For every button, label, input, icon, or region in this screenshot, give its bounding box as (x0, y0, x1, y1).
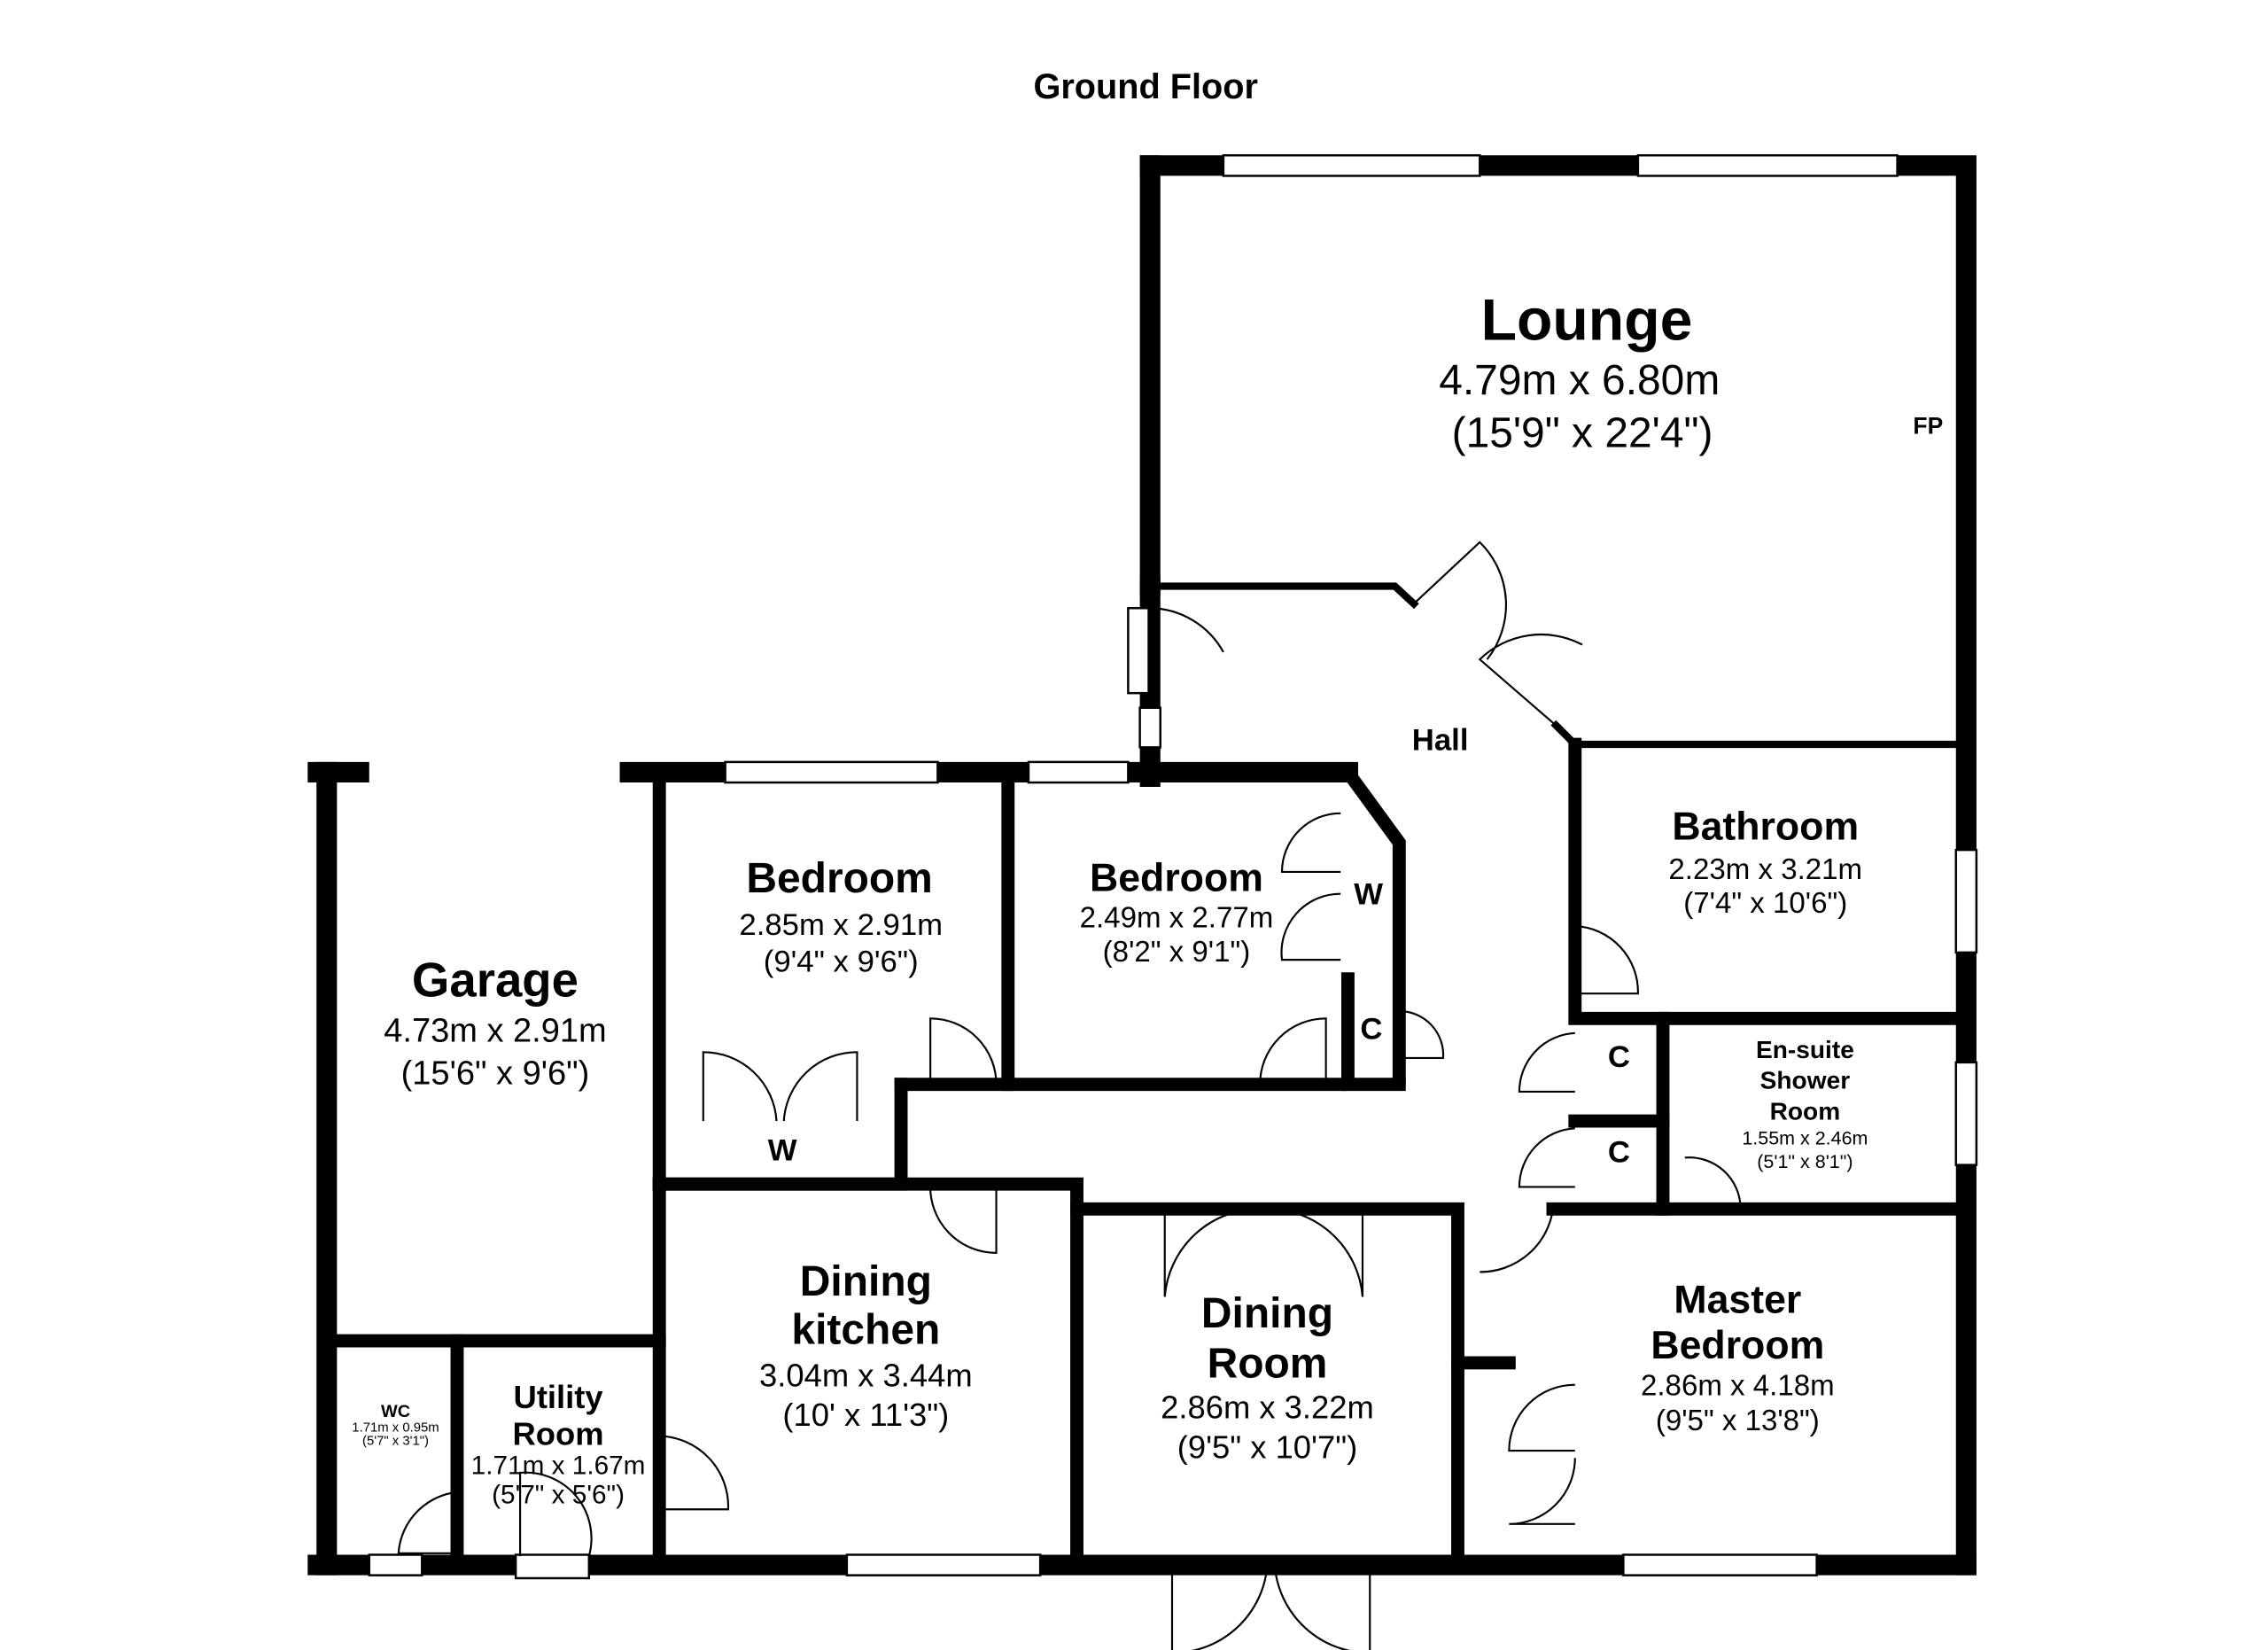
svg-text:(5'1" x 8'1"): (5'1" x 8'1") (1757, 1151, 1852, 1172)
svg-text:2.23m x 3.21m: 2.23m x 3.21m (1668, 853, 1862, 886)
svg-text:4.73m x 2.91m: 4.73m x 2.91m (384, 1013, 606, 1050)
svg-text:Lounge: Lounge (1481, 288, 1693, 354)
svg-text:2.86m x 3.22m: 2.86m x 3.22m (1161, 1389, 1374, 1426)
room-garage: Garage 4.73m x 2.91m (15'6" x 9'6") (384, 953, 606, 1092)
room-bathroom: Bathroom 2.23m x 3.21m (7'4" x 10'6") (1668, 806, 1862, 921)
room-wc: WC 1.71m x 0.95m (5'7" x 3'1") (352, 1402, 439, 1448)
svg-text:Garage: Garage (412, 953, 579, 1007)
room-hall: Hall (1412, 724, 1469, 758)
svg-text:kitchen: kitchen (791, 1306, 940, 1353)
svg-text:(5'7" x 5'6"): (5'7" x 5'6") (492, 1481, 625, 1510)
svg-text:(15'6" x 9'6"): (15'6" x 9'6") (401, 1055, 590, 1093)
svg-text:En-suite: En-suite (1756, 1036, 1854, 1063)
svg-text:Room: Room (1208, 1340, 1328, 1387)
svg-text:Bedroom: Bedroom (746, 855, 932, 902)
svg-text:1.55m x 2.46m: 1.55m x 2.46m (1742, 1127, 1868, 1148)
svg-text:Bedroom: Bedroom (1651, 1324, 1824, 1367)
floor-title: Ground Floor (1034, 67, 1258, 106)
windows (368, 154, 1978, 1580)
svg-text:(9'4" x 9'6"): (9'4" x 9'6") (764, 945, 919, 978)
svg-text:(9'5" x 10'7"): (9'5" x 10'7") (1177, 1428, 1358, 1465)
svg-text:(5'7" x 3'1"): (5'7" x 3'1") (362, 1434, 429, 1448)
svg-text:WC: WC (381, 1402, 410, 1421)
room-bedroom-1: Bedroom 2.85m x 2.91m (9'4" x 9'6") W (739, 855, 943, 1168)
svg-text:4.79m x 6.80m: 4.79m x 6.80m (1439, 357, 1720, 404)
svg-text:Bathroom: Bathroom (1672, 806, 1859, 849)
svg-text:3.04m x 3.44m: 3.04m x 3.44m (759, 1357, 973, 1393)
room-ensuite: En-suite Shower Room 1.55m x 2.46m (5'1"… (1742, 1036, 1868, 1172)
svg-text:Utility: Utility (514, 1379, 604, 1415)
svg-text:Dining: Dining (1201, 1290, 1333, 1337)
svg-text:Master: Master (1674, 1279, 1801, 1322)
svg-text:C: C (1360, 1012, 1382, 1046)
svg-text:Dining: Dining (800, 1258, 932, 1305)
cupboard-1: C (1608, 1040, 1630, 1074)
room-utility: Utility Room 1.71m x 1.67m (5'7" x 5'6") (471, 1379, 646, 1509)
svg-text:2.49m x 2.77m: 2.49m x 2.77m (1080, 902, 1274, 935)
svg-text:(15'9" x 22'4"): (15'9" x 22'4") (1452, 409, 1713, 456)
svg-text:(9'5" x 13'8"): (9'5" x 13'8") (1656, 1405, 1820, 1437)
svg-text:Shower: Shower (1760, 1067, 1851, 1094)
room-lounge: Lounge 4.79m x 6.80m (15'9" x 22'4") FP (1439, 288, 1943, 457)
svg-text:Bedroom: Bedroom (1090, 856, 1263, 899)
svg-text:(7'4" x 10'6"): (7'4" x 10'6") (1683, 887, 1847, 920)
room-master-bedroom: Master Bedroom 2.86m x 4.18m (9'5" x 13'… (1641, 1279, 1835, 1437)
svg-text:W: W (768, 1134, 797, 1168)
cupboard-2: C (1608, 1135, 1630, 1169)
svg-text:1.71m x 0.95m: 1.71m x 0.95m (352, 1421, 439, 1436)
svg-text:Room: Room (1770, 1097, 1841, 1125)
room-dining-room: Dining Room 2.86m x 3.22m (9'5" x 10'7") (1161, 1290, 1374, 1465)
svg-text:W: W (1354, 877, 1383, 911)
svg-text:(10' x 11'3"): (10' x 11'3") (782, 1397, 949, 1433)
svg-text:2.86m x 4.18m: 2.86m x 4.18m (1641, 1369, 1835, 1402)
svg-text:Room: Room (513, 1415, 604, 1452)
svg-text:1.71m x 1.67m: 1.71m x 1.67m (471, 1452, 646, 1481)
room-dining-kitchen: Dining kitchen 3.04m x 3.44m (10' x 11'3… (759, 1258, 973, 1433)
svg-text:(8'2" x 9'1"): (8'2" x 9'1") (1103, 936, 1251, 969)
room-bedroom-2: Bedroom 2.49m x 2.77m (8'2" x 9'1") W C (1080, 856, 1384, 1046)
doors (397, 541, 1742, 1650)
svg-text:FP: FP (1913, 412, 1943, 439)
svg-text:2.85m x 2.91m: 2.85m x 2.91m (739, 908, 943, 942)
